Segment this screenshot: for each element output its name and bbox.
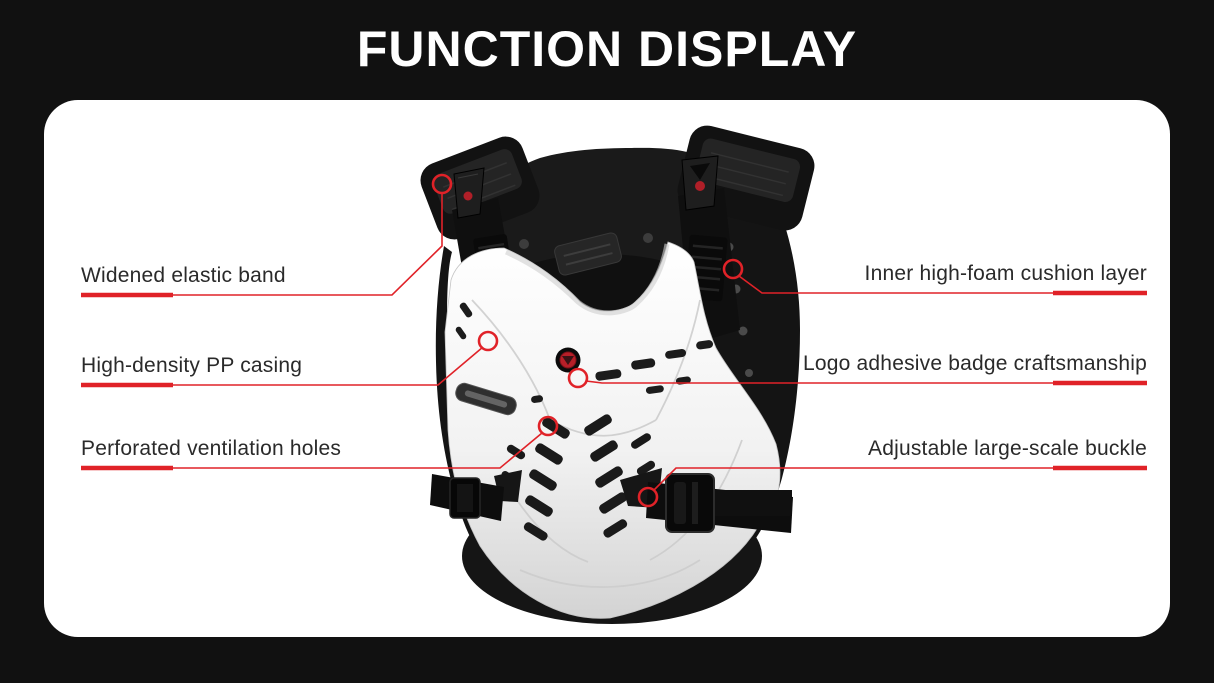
callout-line-buckle <box>653 467 1147 491</box>
callout-line-cushion-layer <box>738 275 1147 294</box>
callout-marker-ventilation <box>537 415 559 437</box>
callout-marker-elastic-band <box>431 173 453 195</box>
callout-line-ventilation <box>81 432 543 469</box>
callout-marker-cushion-layer <box>722 258 744 280</box>
callout-label-buckle: Adjustable large-scale buckle <box>868 437 1147 460</box>
callout-label-logo-badge: Logo adhesive badge craftsmanship <box>803 352 1147 375</box>
callout-marker-buckle <box>637 486 659 508</box>
page-title: FUNCTION DISPLAY <box>356 21 858 77</box>
callout-marker-pp-casing <box>477 330 499 352</box>
right-clip-red-dot <box>695 181 705 191</box>
page-header: FUNCTION DISPLAY <box>0 0 1214 98</box>
brand-sticker <box>455 382 517 416</box>
left-clip-red-dot <box>463 191 473 201</box>
ventilation-holes <box>501 414 656 541</box>
adjustable-buckle <box>620 468 793 533</box>
lining-patch <box>554 232 622 276</box>
logo-badge-icon <box>555 347 581 373</box>
chest-vent-slots <box>531 340 714 403</box>
callout-line-elastic-band <box>81 193 443 296</box>
callout-label-elastic-band: Widened elastic band <box>81 264 286 287</box>
callout-label-pp-casing: High-density PP casing <box>81 354 303 377</box>
left-waist-strap <box>430 470 522 521</box>
callout-lines <box>81 173 1147 508</box>
callout-label-ventilation: Perforated ventilation holes <box>81 437 342 460</box>
chest-protector <box>420 125 815 624</box>
rivet <box>745 369 753 377</box>
callout-line-logo-badge <box>585 380 1147 384</box>
callout-label-cushion-layer: Inner high-foam cushion layer <box>864 262 1147 285</box>
callout-line-pp-casing <box>81 346 484 386</box>
rivet <box>738 326 748 336</box>
callout-marker-logo-badge <box>567 367 589 389</box>
